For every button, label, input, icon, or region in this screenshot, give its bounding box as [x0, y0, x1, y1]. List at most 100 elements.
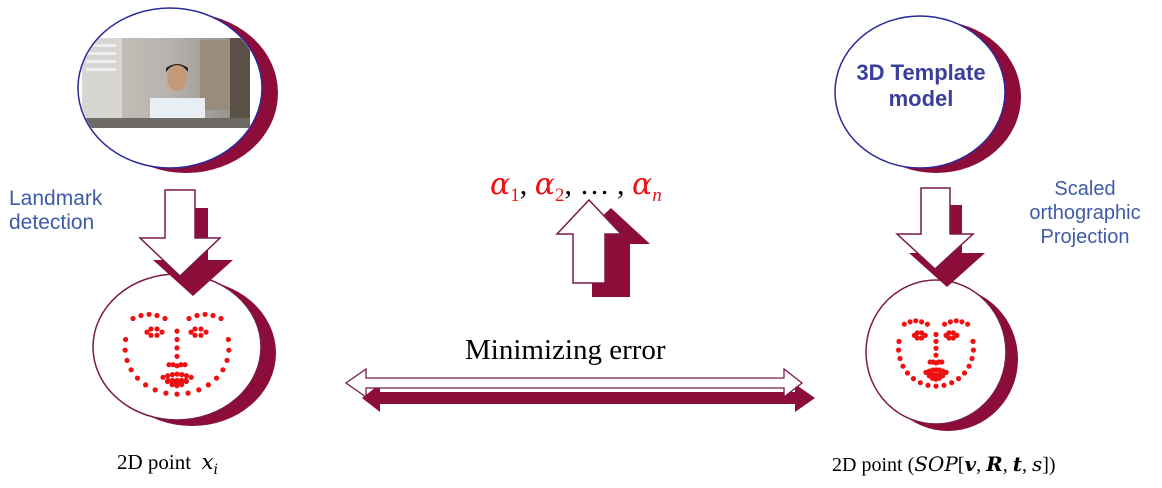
landmark-point — [169, 380, 176, 386]
landmark-point — [138, 312, 144, 319]
landmark-point — [143, 382, 149, 388]
landmark-point — [925, 382, 931, 388]
landmark-point — [970, 347, 977, 353]
face-circle-right — [865, 279, 1007, 425]
landmark-point — [122, 347, 128, 353]
alpha-n: α — [632, 167, 653, 202]
landmark-point — [910, 376, 917, 382]
right-caption-lbracket: [ — [957, 454, 965, 476]
landmark-point — [174, 328, 180, 334]
landmark-point — [904, 370, 911, 376]
landmark-point — [942, 321, 948, 327]
landmark-point — [183, 373, 190, 379]
video-frame-node — [77, 7, 278, 173]
landmark-point — [174, 363, 180, 369]
landmark-point — [949, 380, 955, 386]
landmark-point — [954, 332, 960, 338]
landmark-point — [933, 331, 939, 338]
landmark-point — [953, 318, 959, 324]
double-arrow-shape — [344, 367, 804, 399]
landmark-point — [182, 362, 188, 368]
template-model-node — [834, 15, 1021, 173]
landmark-point — [900, 363, 906, 369]
landmark-point — [896, 347, 902, 353]
landmark-points-right — [896, 318, 977, 389]
right-caption-text: 2D point — [832, 454, 903, 476]
minimizing-error-label: Minimizing error — [465, 334, 666, 366]
alpha-2-index: 2 — [555, 185, 565, 206]
landmark-point — [123, 336, 129, 343]
landmark-point — [224, 357, 230, 363]
landmark-point — [220, 367, 226, 373]
landmark-point — [124, 357, 130, 363]
landmark-point — [947, 319, 954, 325]
landmark-point — [174, 353, 180, 359]
down-arrow-left-shape — [138, 189, 222, 278]
landmark-point — [897, 355, 903, 362]
landmark-point — [178, 362, 184, 368]
landmark-point — [159, 329, 165, 335]
landmark-point — [907, 319, 913, 325]
landmark-point — [174, 391, 180, 397]
ellipsis: … — [579, 168, 610, 201]
landmark-point — [144, 329, 150, 335]
landmark-point — [185, 390, 191, 396]
landmark-point — [188, 329, 194, 335]
template-circle — [834, 15, 1006, 169]
landmark-point — [205, 382, 211, 388]
alpha-2: α — [534, 167, 556, 202]
landmark-point — [148, 332, 154, 338]
landmark-point — [192, 332, 198, 338]
landmark-point — [198, 332, 204, 338]
landmark-point — [174, 336, 180, 343]
landmark-point — [162, 315, 168, 322]
right-caption-sop: SOP — [914, 452, 958, 476]
landmark-point — [914, 330, 920, 336]
landmark-point — [930, 374, 936, 380]
double-arrow — [344, 367, 815, 412]
landmark-point — [896, 338, 902, 344]
landmark-point — [970, 338, 976, 344]
landmark-point — [965, 321, 971, 327]
left-caption-var: x — [201, 450, 214, 474]
landmark-point — [943, 369, 949, 375]
landmark-point — [210, 312, 216, 319]
landmark-point — [170, 362, 176, 368]
left-caption: 2D point xi — [117, 450, 218, 478]
landmark-point — [179, 372, 185, 378]
landmark-point — [961, 370, 968, 376]
landmark-point — [939, 359, 945, 365]
landmark-point — [919, 330, 925, 336]
landmark-point — [203, 329, 209, 335]
template-model-label: 3D Template model — [856, 60, 986, 111]
landmark-point — [178, 380, 185, 386]
landmark-point — [946, 335, 952, 341]
landmark-point — [924, 321, 931, 327]
landmark-point — [950, 335, 956, 341]
landmark-point — [146, 311, 152, 317]
landmark-face-left — [92, 273, 276, 426]
landmark-point — [933, 352, 939, 358]
landmark-point — [966, 363, 972, 369]
alpha-n-index: n — [652, 185, 662, 206]
landmark-point — [165, 377, 171, 383]
landmark-point — [959, 319, 965, 325]
landmark-point — [166, 362, 172, 368]
landmark-point — [901, 321, 907, 327]
landmark-point — [225, 336, 231, 343]
landmark-point — [192, 326, 198, 332]
landmark-point — [917, 380, 923, 386]
landmark-point — [169, 372, 175, 378]
down-arrow-right-shape — [895, 187, 975, 271]
right-caption-rbracket: ]) — [1042, 454, 1056, 476]
alpha-1: α — [490, 167, 511, 202]
alpha-parameters: α1, α2, … , αn — [490, 167, 662, 206]
left-caption-text: 2D point — [117, 450, 192, 474]
landmark-point — [933, 383, 939, 389]
video-frame-photo — [82, 38, 250, 128]
landmark-point — [914, 335, 920, 341]
landmark-point — [956, 376, 962, 382]
landmark-point — [919, 319, 925, 325]
landmark-point — [154, 332, 160, 338]
